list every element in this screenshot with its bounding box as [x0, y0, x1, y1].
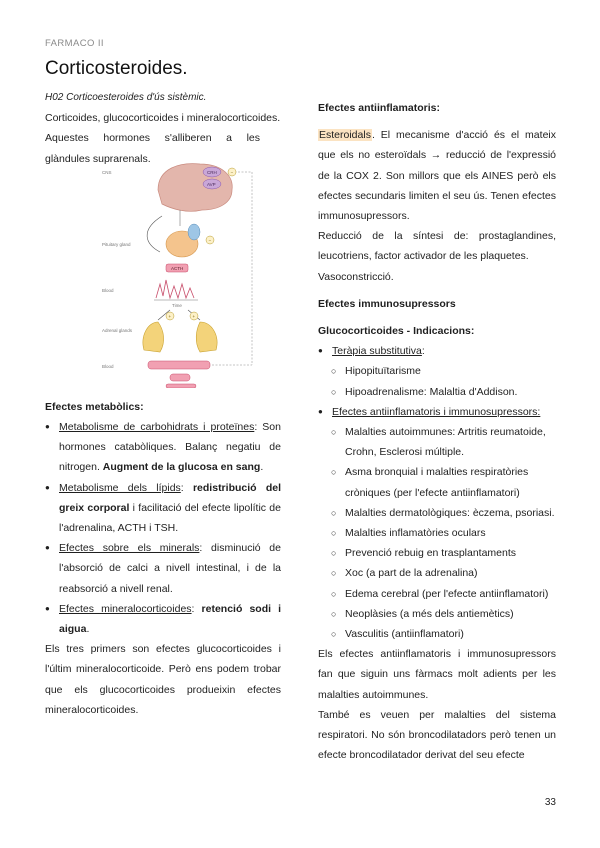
- label-blood-1: Blood: [102, 288, 114, 293]
- right-column: Efectes antiinflamatoris: Esteroidals. E…: [318, 98, 556, 766]
- metabolic-item-end: .: [260, 461, 264, 474]
- indication-subitem: Prevenció rebuig en trasplantaments: [318, 543, 556, 563]
- label-pituitary: Pituitary gland: [102, 242, 131, 247]
- metabolic-item-title: Efectes sobre els minerals: [59, 542, 200, 555]
- metabolic-item-end: .: [86, 623, 90, 636]
- indication-subitem: Vasculitis (antiinflamatori): [318, 624, 556, 644]
- metabolic-item: Efectes sobre els minerals: disminució d…: [45, 538, 281, 599]
- metabolic-item-title: Metabolisme dels lípids: [59, 481, 181, 494]
- metabolic-item-bold: Augment de la glucosa en sang: [102, 461, 261, 474]
- hpa-axis-figure: CNS Pituitary gland Blood Adrenal glands…: [102, 163, 253, 388]
- metabolic-item-text: : disminució de l'absorció de calci a ni…: [59, 542, 281, 595]
- paragraph-autoimmune: Els efectes antiinflamatoris i immunosup…: [318, 648, 556, 701]
- metabolic-heading: Efectes metabòlics:: [45, 400, 144, 413]
- intro-line-2: Aquestes hormones s'alliberen a les glàn…: [45, 132, 260, 165]
- plus-sign-2: +: [193, 314, 196, 319]
- intro-line-1: Corticoides, glucocorticoides i mineralo…: [45, 112, 281, 125]
- immunosuppressive-heading: Efectes immunosupressors: [318, 297, 456, 310]
- right-adrenal-gland: [195, 321, 218, 353]
- feedback-minus-2: −: [209, 238, 212, 243]
- metabolic-item: Metabolisme de carbohidrats i proteïnes:…: [45, 417, 281, 478]
- indication-subitem: Neoplàsies (a més dels antiemètics): [318, 604, 556, 624]
- page-title: Corticosteroides.: [45, 58, 188, 79]
- plus-sign-1: +: [169, 314, 172, 319]
- left-column: H02 Corticoesteroides d'ús sistèmic. Cor…: [45, 88, 281, 720]
- avp-node: [202, 178, 222, 190]
- cortisol-box: [147, 360, 211, 370]
- metabolic-item-end: i facilitació del efecte lipolític de l'…: [59, 501, 281, 535]
- indication-subitem: Asma bronquial i malalties respiratòries…: [318, 462, 556, 502]
- indications-list: Teràpia substitutiva: Hipopituïtarisme H…: [318, 341, 556, 644]
- section-subtitle: H02 Corticoesteroides d'ús sistèmic.: [45, 92, 207, 103]
- steroidals-highlight: Esteroidals: [318, 129, 372, 142]
- pulse-curve: [155, 279, 195, 300]
- antiinflammatory-heading: Efectes antiinflamatoris:: [318, 102, 440, 114]
- vasoconstriction-text: Vasoconstricció.: [318, 270, 394, 283]
- indication-subitem: Malalties autoimmunes: Artritis reumatoi…: [318, 422, 556, 462]
- cbg-box: [169, 373, 191, 382]
- feedback-minus-1: −: [231, 170, 234, 175]
- metabolic-item-text: : Son hormones catabòliques. Balanç nega…: [59, 421, 281, 474]
- glucocorticoid-indications-heading: Glucocorticoides - Indicacions:: [318, 325, 475, 338]
- indication-subitem: Edema cerebral (per l'efecte antiinflama…: [318, 584, 556, 604]
- indication-subitem: Hipoadrenalisme: Malaltia d'Addison.: [318, 382, 556, 402]
- feedback-line: [212, 171, 253, 366]
- antiinflammatory-body: . El mecanisme d'acció és el mateix que …: [318, 129, 556, 223]
- plus-node-2: [189, 311, 199, 321]
- left-adrenal-gland: [142, 321, 164, 353]
- feedback-minus-node-2: [205, 235, 215, 245]
- indication-subitem: Xoc (a part de la adrenalina): [318, 563, 556, 583]
- metabolic-item-text: :: [191, 602, 202, 615]
- reduction-text: Reducció de la síntesi de: prostaglandin…: [318, 230, 556, 263]
- metabolic-item-title: Efectes mineralocorticoides: [59, 602, 192, 615]
- pituitary-lobe: [187, 223, 201, 241]
- document-header: FARMACO II: [45, 38, 104, 49]
- indication-label: Teràpia substitutiva: [332, 345, 422, 358]
- indication-label: Efectes antiinflamatoris i immunosupress…: [332, 405, 541, 418]
- indication-item: Efectes antiinflamatoris i immunosupress…: [318, 402, 556, 422]
- arrow-cns-pituitary: [146, 215, 163, 253]
- label-avp: AVP: [207, 182, 216, 187]
- metabolic-item: Efectes mineralocorticoides: retenció so…: [45, 599, 281, 639]
- indication-subitem: Malalties inflamatòries oculars: [318, 523, 556, 543]
- label-acth: ACTH: [171, 266, 183, 271]
- metabolic-item-bold: retenció sodi i aigua: [59, 602, 282, 636]
- acth-box: [165, 263, 189, 273]
- label-time: Time: [172, 303, 182, 308]
- indication-subitem: Hipopituïtarisme: [318, 361, 556, 381]
- label-adrenal: Adrenal glands: [102, 328, 133, 333]
- metabolic-list: Metabolisme de carbohidrats i proteïnes:…: [45, 417, 281, 639]
- plus-node-1: [165, 311, 175, 321]
- label-crh: CRH: [207, 170, 217, 175]
- free-cortisol-box: [165, 383, 197, 388]
- page-number: 33: [544, 797, 556, 808]
- indication-item: Teràpia substitutiva:: [318, 341, 556, 361]
- indication-subitem: Malalties dermatològiques: èczema, psori…: [318, 503, 556, 523]
- closing-paragraph: Els tres primers son efectes glucocortic…: [45, 643, 281, 716]
- metabolic-item-text: :: [180, 481, 193, 494]
- paragraph-respiratory: També es veuen per malalties del sistema…: [318, 708, 556, 762]
- metabolic-item: Metabolisme dels lípids: redistribució d…: [45, 478, 281, 539]
- brain-shape: [157, 163, 233, 212]
- label-cns: CNS: [102, 170, 112, 175]
- crh-node: [202, 166, 222, 178]
- metabolic-item-title: Metabolisme de carbohidrats i proteïnes: [59, 421, 255, 434]
- label-blood-2: Blood: [102, 364, 114, 369]
- antiinflammatory-text: Esteroidals. El mecanisme d'acció és el …: [318, 125, 556, 226]
- metabolic-item-bold: redistribució del greix corporal: [59, 481, 281, 514]
